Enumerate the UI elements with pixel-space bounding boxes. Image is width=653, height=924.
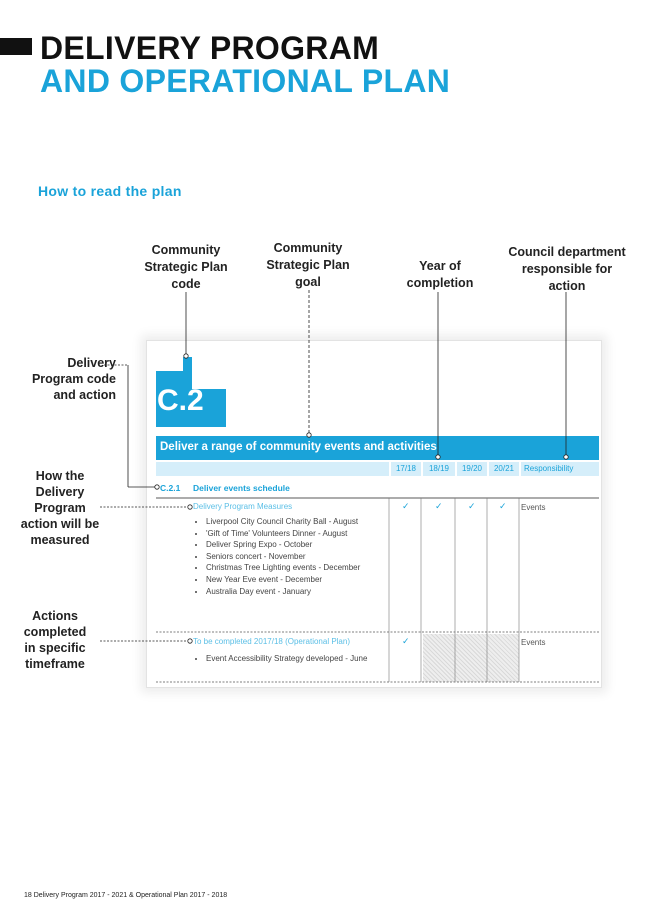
label-dp-code: Delivery Program code and action xyxy=(31,356,116,402)
column-header-responsibility: Responsibility xyxy=(521,462,599,476)
goal-bar xyxy=(156,436,599,460)
label-csp-code: Community Strategic Plan code xyxy=(144,243,228,291)
column-header-1819: 18/19 xyxy=(423,462,455,476)
list-item: Australia Day event - January xyxy=(206,586,404,598)
goal-text: Deliver a range of community events and … xyxy=(160,441,437,453)
action-code: C.2.1 xyxy=(160,483,181,493)
measures-list: Liverpool City Council Charity Ball - Au… xyxy=(194,516,404,597)
label-council: Council department responsible for actio… xyxy=(508,245,626,293)
column-header-1718: 17/18 xyxy=(391,462,421,476)
ops-tick-1718: ✓ xyxy=(402,636,410,646)
ops-dept: Events xyxy=(521,638,546,647)
list-item: Liverpool City Council Charity Ball - Au… xyxy=(206,516,404,528)
list-item: 'Gift of Time' Volunteers Dinner - Augus… xyxy=(206,528,404,540)
tick-2021: ✓ xyxy=(499,501,507,511)
column-header-blank xyxy=(156,462,389,476)
list-item: Seniors concert - November xyxy=(206,551,404,563)
list-item: Deliver Spring Expo - October xyxy=(206,539,404,551)
label-year: Year of completion xyxy=(406,259,474,290)
label-actions: Actions completed in specific timeframe xyxy=(23,609,87,671)
page-title-line2: AND OPERATIONAL PLAN xyxy=(40,63,451,99)
column-header-2021: 20/21 xyxy=(489,462,519,476)
action-text: Deliver events schedule xyxy=(193,483,290,493)
measures-dept: Events xyxy=(521,503,546,512)
section-heading: How to read the plan xyxy=(38,183,182,199)
plan-code: C.2 xyxy=(157,384,204,417)
tick-1920: ✓ xyxy=(468,501,476,511)
label-measured: How the Delivery Program action will be … xyxy=(20,469,100,547)
list-item: Event Accessibility Strategy developed -… xyxy=(206,653,404,665)
measures-label: Delivery Program Measures xyxy=(193,502,293,511)
page-footer: 18 Delivery Program 2017 - 2021 & Operat… xyxy=(24,892,228,899)
tick-1819: ✓ xyxy=(435,501,443,511)
column-header-1920: 19/20 xyxy=(457,462,487,476)
code-badge-notch xyxy=(156,357,183,371)
page-title-line1: DELIVERY PROGRAM xyxy=(40,30,380,66)
tick-1718: ✓ xyxy=(402,501,410,511)
inactive-year-cells xyxy=(423,634,519,682)
label-csp-goal: Community Strategic Plan goal xyxy=(266,241,350,289)
code-badge-notch xyxy=(192,357,226,389)
ops-list: Event Accessibility Strategy developed -… xyxy=(194,653,404,665)
list-item: Christmas Tree Lighting events - Decembe… xyxy=(206,562,404,574)
title-marker xyxy=(0,38,32,55)
ops-label: To be completed 2017/18 (Operational Pla… xyxy=(193,637,350,646)
list-item: New Year Eve event - December xyxy=(206,574,404,586)
